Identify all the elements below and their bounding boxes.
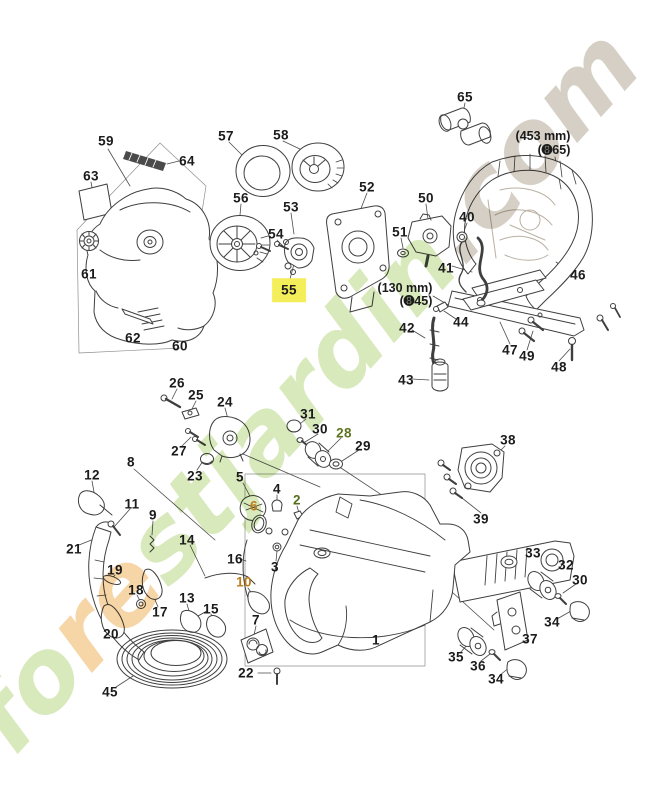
part-label-35: 35 xyxy=(448,649,464,665)
part-label-19: 19 xyxy=(107,562,123,578)
part-label-29: 29 xyxy=(355,438,371,454)
part-label-55-highlighted: 55 xyxy=(272,278,306,302)
part-label-12: 12 xyxy=(84,467,100,483)
part-label-52: 52 xyxy=(359,179,375,195)
watermark-text: forestjardin.com xyxy=(0,6,652,775)
part-label-44: 44 xyxy=(453,314,469,330)
part-label-59: 59 xyxy=(98,133,114,149)
trigger-parts-drawing xyxy=(179,495,304,638)
part-label-43: 43 xyxy=(398,372,414,388)
part-label-39: 39 xyxy=(473,511,489,527)
part-label-6: 6 xyxy=(250,498,258,514)
part-label-34: 34 xyxy=(544,614,560,630)
part-label-28: 28 xyxy=(336,425,352,441)
part-label-22: 22 xyxy=(238,665,254,681)
part-label-54: 54 xyxy=(268,226,284,242)
part-label-47: 47 xyxy=(502,342,518,358)
air-filter-top xyxy=(291,142,345,192)
info-label-plate xyxy=(240,628,274,664)
starter-assembly-drawing xyxy=(78,151,218,345)
part-label-24: 24 xyxy=(217,394,233,410)
part-label-17: 17 xyxy=(152,604,168,620)
part-label-48: 48 xyxy=(551,359,567,375)
part-label-30: 30 xyxy=(312,421,328,437)
part-label-45: 45 xyxy=(102,684,118,700)
air-filter-assembly-drawing xyxy=(209,142,390,313)
part-label-61: 61 xyxy=(81,266,97,282)
part-label-10: 10 xyxy=(236,574,252,590)
carburetor-fuel-system-drawing xyxy=(397,213,489,392)
part-label-36: 36 xyxy=(470,658,486,674)
part-label-13: 13 xyxy=(179,590,195,606)
part-label-62: 62 xyxy=(125,330,141,346)
part-label-5: 5 xyxy=(236,469,244,485)
filter-base-plate xyxy=(326,205,390,313)
faint-engine-sketch xyxy=(487,187,556,261)
part-label-16: 16 xyxy=(227,551,243,567)
dimension-annotation: (➑65) xyxy=(537,142,571,157)
part-label-11: 11 xyxy=(124,496,140,512)
av-buffer-drawing xyxy=(286,419,343,470)
dimension-annotation: (130 mm) xyxy=(377,280,433,295)
intake-flange-drawing xyxy=(437,443,505,499)
front-handle-drawing xyxy=(77,490,163,661)
part-label-41: 41 xyxy=(438,260,454,276)
carb-spacer-parts xyxy=(253,237,315,275)
part-label-8: 8 xyxy=(127,454,135,470)
primer-pump xyxy=(431,358,449,392)
air-filter-bottom xyxy=(209,215,271,271)
part-label-53: 53 xyxy=(283,199,299,215)
ignition-module-drawing xyxy=(160,394,251,465)
part-label-60: 60 xyxy=(172,338,188,354)
part-label-30: 30 xyxy=(572,572,588,588)
part-label-33: 33 xyxy=(525,545,541,561)
part-label-49: 49 xyxy=(519,348,535,364)
part-label-56: 56 xyxy=(233,190,249,206)
part-label-14: 14 xyxy=(179,532,195,548)
part-label-20: 20 xyxy=(103,626,119,642)
handle-grip-pieces xyxy=(438,107,492,146)
part-label-7: 7 xyxy=(252,612,260,628)
part-label-31: 31 xyxy=(300,406,316,422)
brake-lever-parts xyxy=(77,490,163,639)
part-label-40: 40 xyxy=(459,209,475,225)
part-label-63: 63 xyxy=(83,168,99,184)
part-label-23: 23 xyxy=(187,468,203,484)
crankcase-body-drawing xyxy=(240,491,575,685)
starter-rope-coil-drawing xyxy=(116,629,228,689)
part-label-32: 32 xyxy=(558,557,574,573)
dimension-annotation: (➑45) xyxy=(399,293,433,308)
part-label-9: 9 xyxy=(149,507,157,523)
part-label-26: 26 xyxy=(169,375,185,391)
rear-buffer-mounts-drawing xyxy=(457,555,590,680)
part-label-27: 27 xyxy=(171,443,187,459)
part-label-65: 65 xyxy=(457,89,473,105)
part-label-64: 64 xyxy=(179,153,195,169)
part-label-25: 25 xyxy=(188,387,204,403)
part-label-38: 38 xyxy=(500,432,516,448)
part-label-18: 18 xyxy=(128,582,144,598)
part-label-37: 37 xyxy=(522,631,538,647)
part-label-42: 42 xyxy=(399,320,415,336)
part-label-34: 34 xyxy=(488,671,504,687)
part-label-57: 57 xyxy=(218,128,234,144)
part-label-1: 1 xyxy=(372,632,380,648)
starter-pawl-washer xyxy=(79,231,99,251)
part-label-46: 46 xyxy=(570,267,586,283)
plate-screw xyxy=(273,667,281,685)
dimension-annotation: (453 mm) xyxy=(515,128,571,143)
part-label-21: 21 xyxy=(66,541,82,557)
part-label-58: 58 xyxy=(273,127,289,143)
part-label-2: 2 xyxy=(293,492,301,508)
part-label-15: 15 xyxy=(203,601,219,617)
part-label-3: 3 xyxy=(271,559,279,575)
bracket-screws xyxy=(518,303,621,362)
part-label-4: 4 xyxy=(273,481,281,497)
part-label-51: 51 xyxy=(392,224,408,240)
part-label-50: 50 xyxy=(418,190,434,206)
